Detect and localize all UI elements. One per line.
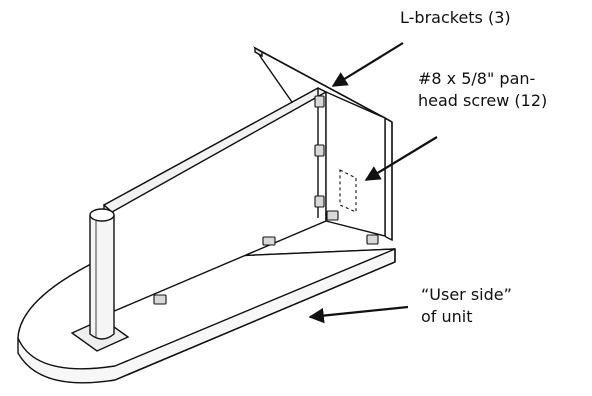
callout-l-brackets: L-brackets (3) (400, 8, 511, 27)
callout-screw-line-2: head screw (12) (418, 91, 548, 110)
callout-screw-line-1: #8 x 5/8" pan- (418, 69, 536, 88)
l-brackets (153, 95, 379, 305)
support-column (70, 208, 130, 352)
side-panel (325, 90, 386, 237)
leader-arrows (308, 42, 438, 324)
callout-user-side-line-2: of unit (421, 307, 473, 326)
callout-user-side-line-1: “User side” (421, 285, 512, 304)
